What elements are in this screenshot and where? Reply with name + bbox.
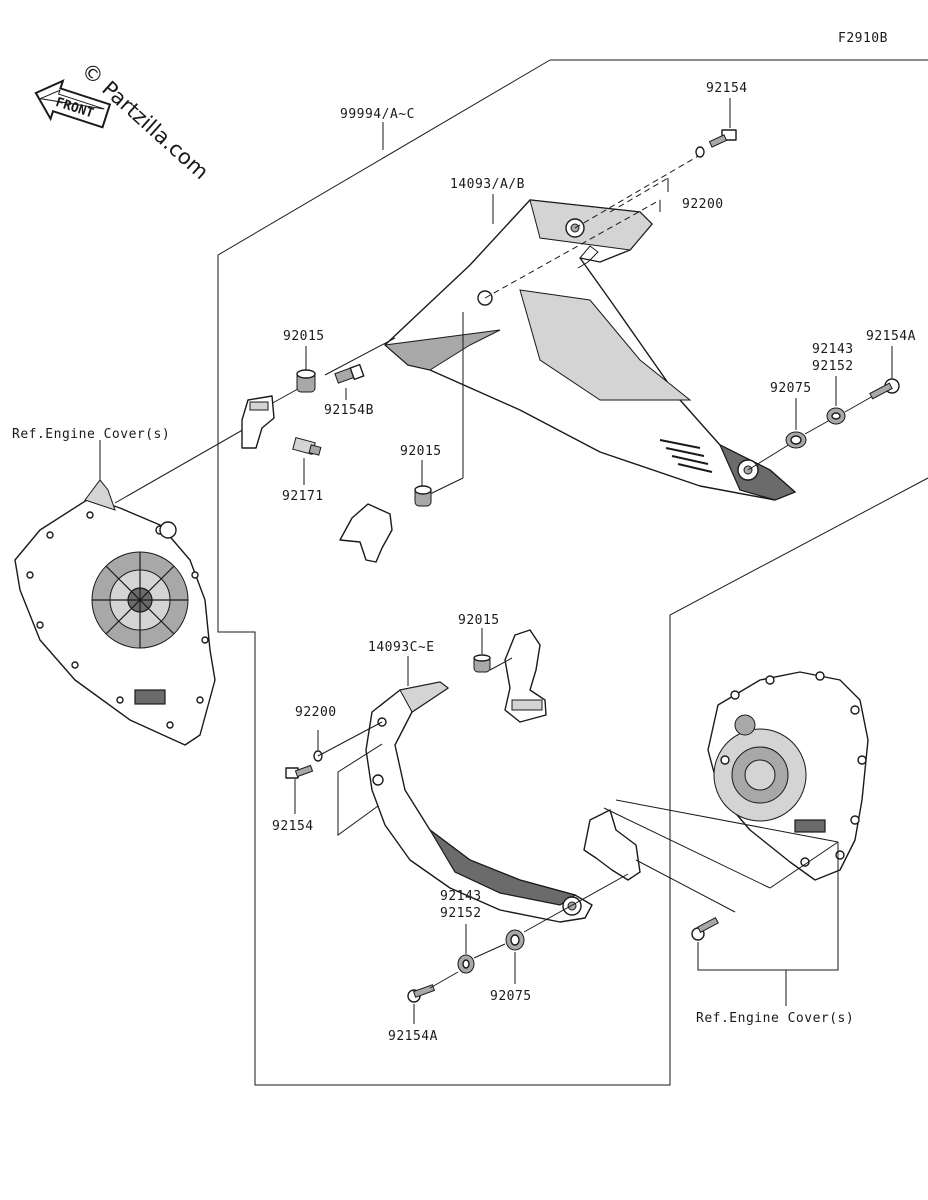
engine-cover-right xyxy=(707,671,869,881)
label-92152-right: 92152 xyxy=(812,359,854,374)
label-99994: 99994/A~C xyxy=(340,107,415,122)
lower-guard xyxy=(365,681,593,923)
label-92015-lower: 92015 xyxy=(458,613,500,628)
grommet-92075-lower-icon xyxy=(505,929,525,951)
grommet-92075-right-icon xyxy=(785,431,807,449)
collar-92143-right-icon xyxy=(826,407,846,425)
right-assembly-lines xyxy=(603,799,839,913)
label-92171: 92171 xyxy=(282,489,324,504)
label-92200-lower: 92200 xyxy=(295,705,337,720)
collar-92015-mid-icon xyxy=(414,485,432,507)
bolt-92154b-icon xyxy=(334,363,365,384)
label-92154a-right: 92154A xyxy=(866,329,916,344)
label-92154-lower: 92154 xyxy=(272,819,314,834)
diagram-code: F2910B xyxy=(838,31,888,46)
label-92154b: 92154B xyxy=(324,403,374,418)
collar-92143-lower-icon xyxy=(457,954,475,974)
upper-guard xyxy=(383,199,797,501)
label-ref-right: Ref.Engine Cover(s) xyxy=(696,1011,854,1026)
label-14093-upper: 14093/A/B xyxy=(450,177,525,192)
label-92143-lower: 92143 xyxy=(440,889,482,904)
bolt-92154-top-icon xyxy=(708,129,737,148)
collar-92015-upper-icon xyxy=(296,369,316,393)
collar-92015-lower-icon xyxy=(473,654,491,673)
label-92015-mid: 92015 xyxy=(400,444,442,459)
bracket-lower-right-icon xyxy=(583,809,641,881)
bracket-left-icon xyxy=(241,395,275,449)
bolt-92154a-lower-icon xyxy=(407,984,436,1003)
label-14093-lower: 14093C~E xyxy=(368,640,435,655)
label-92075-lower: 92075 xyxy=(490,989,532,1004)
label-92152-lower: 92152 xyxy=(440,906,482,921)
label-92143-right: 92143 xyxy=(812,342,854,357)
label-92015-upper: 92015 xyxy=(283,329,325,344)
bolt-right-engine-icon xyxy=(691,916,719,941)
label-92075-right: 92075 xyxy=(770,381,812,396)
front-arrow-icon: FRONT xyxy=(34,78,112,129)
bolt-92154-lower-icon xyxy=(285,764,314,779)
label-92154-top: 92154 xyxy=(706,81,748,96)
engine-cover-left xyxy=(14,479,216,746)
label-ref-left: Ref.Engine Cover(s) xyxy=(12,427,170,442)
kit-boundary xyxy=(217,59,928,1086)
clip-92171-icon xyxy=(292,437,322,456)
label-92200-top: 92200 xyxy=(682,197,724,212)
label-92154a-lower: 92154A xyxy=(388,1029,438,1044)
washer-92200-top-icon xyxy=(695,146,705,158)
upper-assembly-lines xyxy=(114,154,881,504)
bracket-mid-icon xyxy=(339,503,393,563)
bracket-lower-top-icon xyxy=(504,629,547,723)
bolt-92154a-right-icon xyxy=(869,378,900,400)
